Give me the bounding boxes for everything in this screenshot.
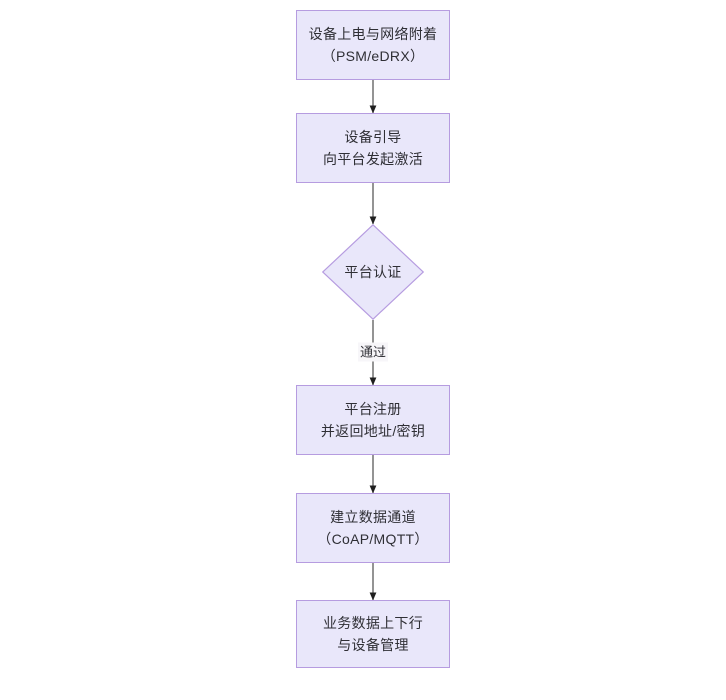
node-device-bootstrap[interactable]: 设备引导 向平台发起激活 xyxy=(296,113,450,183)
node-label-line: 平台注册 xyxy=(344,401,402,417)
edge-label-pass: 通过 xyxy=(357,342,389,362)
node-label-line: （CoAP/MQTT） xyxy=(317,531,429,547)
node-label-line: 业务数据上下行 xyxy=(322,615,424,631)
node-establish-data-channel[interactable]: 建立数据通道 （CoAP/MQTT） xyxy=(296,493,450,563)
node-label-line: 建立数据通道 xyxy=(330,509,416,525)
node-platform-authentication[interactable]: 平台认证 xyxy=(322,224,424,320)
node-label-line: 并返回地址/密钥 xyxy=(320,423,426,439)
node-label-line: 向平台发起激活 xyxy=(322,151,424,167)
node-label-line: 设备上电与网络附着 xyxy=(308,26,438,42)
node-label-line: 设备引导 xyxy=(344,129,402,145)
node-label-line: （PSM/eDRX） xyxy=(321,48,425,64)
node-label-line: 平台认证 xyxy=(344,264,402,280)
node-device-power-on[interactable]: 设备上电与网络附着 （PSM/eDRX） xyxy=(296,10,450,80)
node-platform-registration[interactable]: 平台注册 并返回地址/密钥 xyxy=(296,385,450,455)
node-business-data-and-device-management[interactable]: 业务数据上下行 与设备管理 xyxy=(296,600,450,668)
diamond-shape-icon xyxy=(322,224,424,320)
node-label-line: 与设备管理 xyxy=(337,637,409,653)
